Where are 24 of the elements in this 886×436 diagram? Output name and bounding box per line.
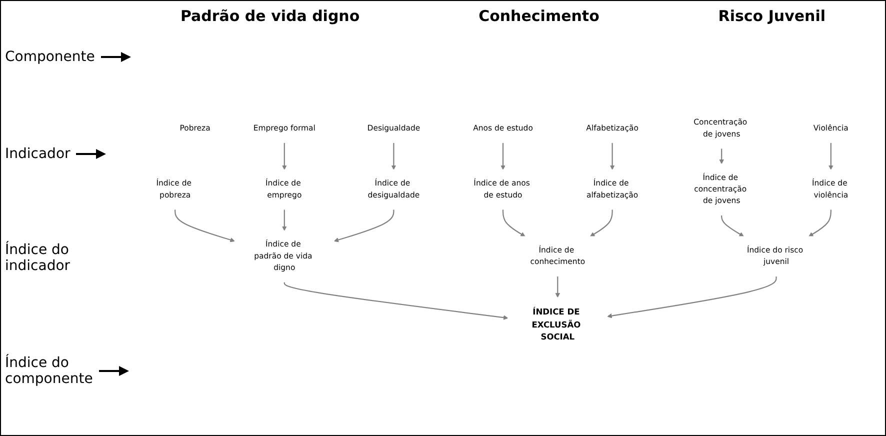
node-text: ÍNDICE DE EXCLUSÃO SOCIAL [532,306,581,342]
row-label: Indicador [5,146,70,162]
arrow [721,215,744,237]
arrow [590,209,613,237]
component-heading: Padrão de vida digno [180,7,360,25]
row-label: Componente [5,49,95,66]
arrow [391,142,396,170]
component-heading: Conhecimento [478,7,600,25]
arrow [502,209,526,237]
row-label: Índice do componente [5,354,93,387]
arrow [719,148,724,164]
arrow [500,142,506,170]
arrow [555,276,560,298]
arrow [334,209,394,242]
arrow [607,276,777,318]
arrow [282,142,287,170]
arrow [808,209,832,237]
arrow [282,209,287,231]
arrow [828,142,834,170]
row-label: Índice do indicador [5,242,72,274]
arrow [610,142,615,170]
arrow [174,209,235,242]
arrow [284,282,508,320]
component-heading: Risco Juvenil [718,7,826,25]
